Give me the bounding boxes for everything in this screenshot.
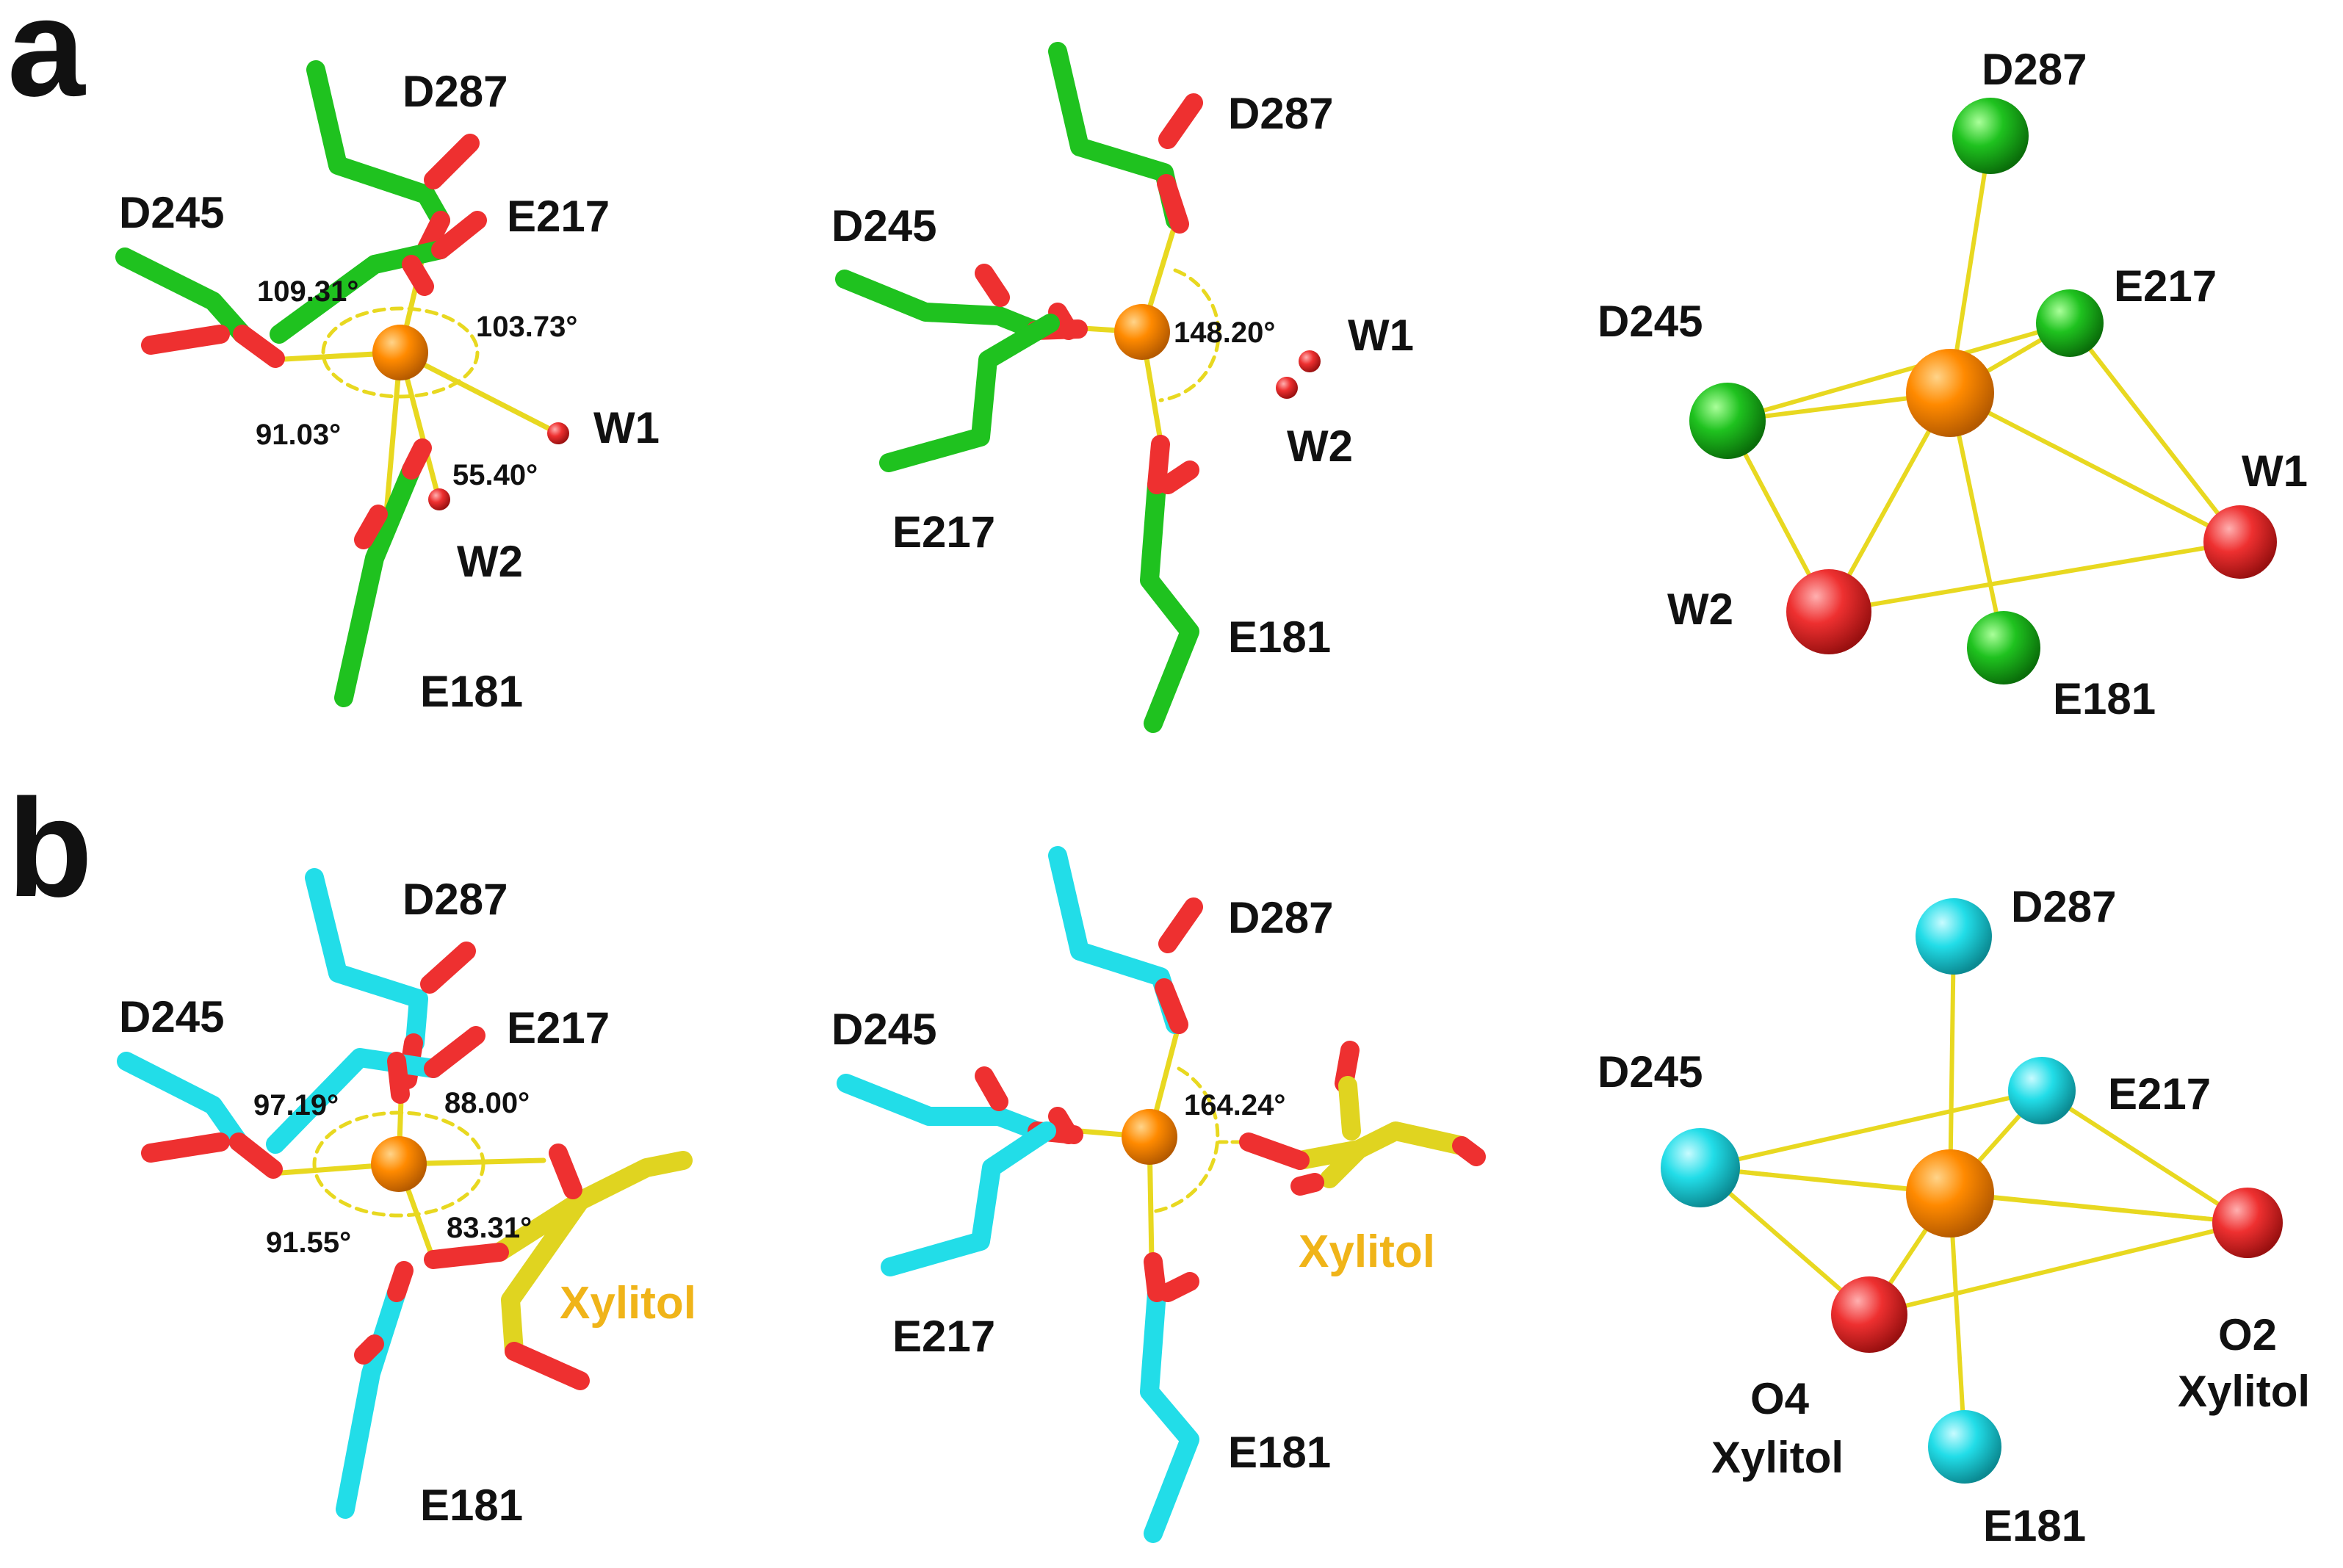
ligand-atom-e217 bbox=[2036, 289, 2104, 357]
label-o2-xylitol: Xylitol bbox=[2178, 1367, 2310, 1416]
angle-label-3: 91.55° bbox=[266, 1226, 351, 1259]
water-w2 bbox=[428, 488, 450, 510]
angle-label-1: 148.20° bbox=[1174, 317, 1275, 349]
ligand-atom-d287 bbox=[1916, 898, 1992, 975]
metal-ion bbox=[1906, 1149, 1994, 1238]
label-d245: D245 bbox=[831, 201, 936, 250]
water-w2 bbox=[1276, 377, 1298, 399]
water-w1 bbox=[2203, 505, 2277, 579]
label-e217: E217 bbox=[892, 1312, 995, 1361]
label-xylitol: Xylitol bbox=[1299, 1226, 1435, 1277]
label-o4: O4 bbox=[1750, 1374, 1810, 1423]
angle-label-1: 164.24° bbox=[1184, 1089, 1285, 1121]
label-e217: E217 bbox=[892, 507, 995, 557]
metal-ion bbox=[372, 325, 428, 380]
metal-ion bbox=[371, 1136, 427, 1192]
water-w2 bbox=[1786, 569, 1871, 654]
angle-label-1: 109.31° bbox=[257, 275, 358, 308]
label-w1: W1 bbox=[1348, 311, 1414, 360]
label-e217: E217 bbox=[2108, 1069, 2211, 1119]
label-e217: E217 bbox=[507, 192, 610, 241]
angle-label-2: 88.00° bbox=[444, 1087, 530, 1119]
water-w1 bbox=[547, 422, 569, 444]
label-d287: D287 bbox=[1982, 45, 2087, 94]
label-d287: D287 bbox=[2011, 882, 2116, 931]
label-o4-xylitol: Xylitol bbox=[1711, 1433, 1844, 1482]
panel-a-left-structure bbox=[115, 60, 561, 707]
angle-label-4: 55.40° bbox=[452, 459, 538, 491]
angle-label-2: 103.73° bbox=[476, 311, 577, 343]
ligand-atom-d287 bbox=[1952, 98, 2029, 174]
ligand-atom-e181 bbox=[1928, 1410, 2001, 1484]
label-w1: W1 bbox=[2242, 447, 2308, 496]
label-w2: W2 bbox=[457, 537, 523, 586]
label-d287: D287 bbox=[1228, 893, 1333, 942]
ligand-atom-e217 bbox=[2008, 1057, 2076, 1124]
metal-ion bbox=[1906, 349, 1994, 437]
ligand-atom-d245 bbox=[1661, 1128, 1740, 1207]
panel-b-left-structure bbox=[117, 868, 693, 1519]
label-d287: D287 bbox=[1228, 89, 1333, 138]
label-d245: D245 bbox=[119, 992, 224, 1041]
label-w2: W2 bbox=[1287, 422, 1353, 471]
label-w1: W1 bbox=[593, 403, 660, 452]
angle-label-4: 83.31° bbox=[447, 1212, 532, 1244]
water-w1 bbox=[1299, 350, 1321, 372]
label-e181: E181 bbox=[1228, 613, 1331, 662]
angle-label-1: 97.19° bbox=[253, 1089, 339, 1121]
label-e181: E181 bbox=[420, 1481, 523, 1530]
panel-a-letter: a bbox=[7, 0, 86, 126]
panel-a-middle-structure bbox=[835, 42, 1221, 733]
label-d287: D287 bbox=[402, 875, 508, 924]
label-e217: E217 bbox=[507, 1003, 610, 1052]
metal-ion bbox=[1122, 1109, 1177, 1165]
ligand-atom-d245 bbox=[1689, 383, 1766, 459]
ligand-atom-e181 bbox=[1967, 611, 2040, 684]
label-e181: E181 bbox=[1228, 1428, 1331, 1477]
label-d245: D245 bbox=[119, 188, 224, 237]
label-d245: D245 bbox=[831, 1005, 936, 1054]
xylitol-o4-atom bbox=[1831, 1276, 1907, 1353]
label-e181: E181 bbox=[420, 667, 523, 716]
angle-label-3: 91.03° bbox=[256, 419, 341, 451]
label-d287: D287 bbox=[402, 67, 508, 116]
label-e181: E181 bbox=[2053, 674, 2156, 723]
label-xylitol: Xylitol bbox=[560, 1278, 696, 1329]
label-e181: E181 bbox=[1983, 1501, 2086, 1550]
xylitol-o2-atom bbox=[2212, 1188, 2283, 1258]
label-w2: W2 bbox=[1667, 585, 1733, 634]
label-o2: O2 bbox=[2218, 1310, 2277, 1359]
label-d245: D245 bbox=[1598, 297, 1703, 346]
panel-b-middle-structure bbox=[837, 846, 1486, 1543]
label-d245: D245 bbox=[1598, 1047, 1703, 1096]
panel-b-letter: b bbox=[7, 770, 93, 926]
label-e217: E217 bbox=[2114, 261, 2217, 311]
metal-ion bbox=[1114, 304, 1170, 360]
